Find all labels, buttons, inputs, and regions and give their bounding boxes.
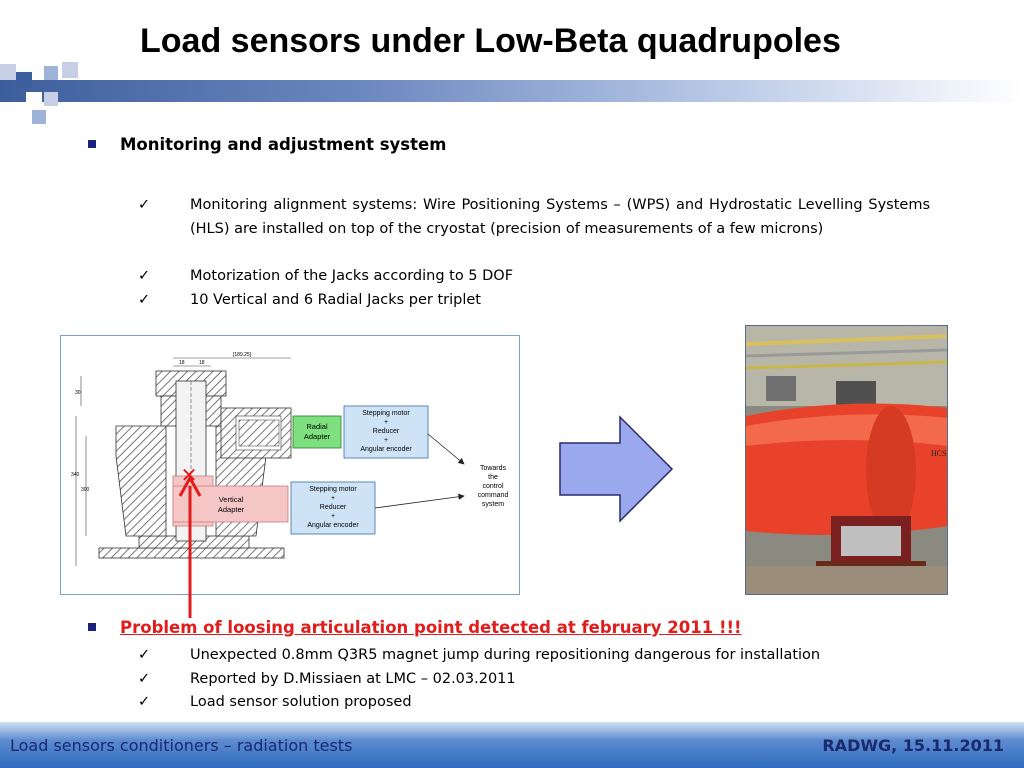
footer-left-text: Load sensors conditioners – radiation te… <box>10 736 353 755</box>
list-item: ✓ Unexpected 0.8mm Q3R5 magnet jump duri… <box>138 643 938 667</box>
bullet-problem: Problem of loosing articulation point de… <box>88 618 742 637</box>
stepping-bottom-4: + <box>331 513 335 520</box>
radial-adapter-label-2: Adapter <box>304 432 331 441</box>
bullet-monitoring: Monitoring and adjustment system <box>88 135 446 154</box>
vertical-adapter-label-2: Adapter <box>218 505 245 514</box>
monitoring-heading: Monitoring and adjustment system <box>120 135 447 154</box>
list-item-text: Monitoring alignment systems: Wire Posit… <box>190 197 930 237</box>
bullet-square-icon <box>88 622 96 631</box>
dim-left2: 340 <box>71 472 80 478</box>
photo-svg: HCS <box>746 326 947 594</box>
stepping-bottom-1: Stepping motor <box>309 486 357 493</box>
check-icon: ✓ <box>138 197 151 213</box>
magnet-jacks-photo: HCS <box>745 325 948 595</box>
problem-pointer-arrow <box>178 476 202 618</box>
vertical-adapter-label-1: Vertical <box>219 495 244 504</box>
list-item: ✓ 10 Vertical and 6 Radial Jacks per tri… <box>138 288 938 312</box>
list-item: ✓ Motorization of the Jacks according to… <box>138 264 938 288</box>
check-icon: ✓ <box>138 292 151 308</box>
list-item: ✓ Monitoring alignment systems: Wire Pos… <box>138 193 938 265</box>
problem-heading: Problem of loosing articulation point de… <box>120 618 742 637</box>
towards-3: control <box>482 483 503 490</box>
towards-4: command <box>478 492 509 499</box>
stepping-bottom-2: + <box>331 495 335 502</box>
dim-left3: 300 <box>81 487 90 493</box>
list-item-text: Load sensor solution proposed <box>190 694 412 710</box>
towards-5: system <box>482 501 504 508</box>
list-item-text: Unexpected 0.8mm Q3R5 magnet jump during… <box>190 647 821 663</box>
check-icon: ✓ <box>138 647 151 663</box>
radial-adapter-label-1: Radial <box>306 422 328 431</box>
dim-top: [189.25] <box>233 352 252 358</box>
list-item-text: Reported by D.Missiaen at LMC – 02.03.20… <box>190 671 516 687</box>
towards-2: the <box>488 474 498 481</box>
check-icon: ✓ <box>138 268 151 284</box>
jack-technical-drawing: [189.25] 18 18 30 340 300 Radial Adapter <box>60 335 520 595</box>
check-icon: ✓ <box>138 694 151 710</box>
slide-title: Load sensors under Low-Beta quadrupoles <box>140 22 841 60</box>
header-band <box>0 80 1024 102</box>
stepping-top-1: Stepping motor <box>362 410 410 417</box>
bullet-square-icon <box>88 139 96 148</box>
dim-b: 18 <box>199 360 205 366</box>
check-icon: ✓ <box>138 671 151 687</box>
list-item-text: 10 Vertical and 6 Radial Jacks per tripl… <box>190 292 481 308</box>
right-arrow-icon <box>559 415 674 523</box>
footer-right-text: RADWG, 15.11.2011 <box>822 736 1004 755</box>
dim-left1: 30 <box>75 390 81 396</box>
towards-1: Towards <box>480 465 507 472</box>
slide-footer: Load sensors conditioners – radiation te… <box>0 722 1024 768</box>
photo-label: HCS <box>931 449 947 458</box>
stepping-top-5: Angular encoder <box>360 446 412 453</box>
stepping-top-2: + <box>384 419 388 426</box>
dim-a: 18 <box>179 360 185 366</box>
drawing-svg: [189.25] 18 18 30 340 300 Radial Adapter <box>71 352 509 566</box>
list-item-text: Motorization of the Jacks according to 5… <box>190 268 514 284</box>
list-item: ✓ Reported by D.Missiaen at LMC – 02.03.… <box>138 667 938 691</box>
list-item: ✓ Load sensor solution proposed <box>138 690 938 714</box>
stepping-bottom-5: Angular encoder <box>307 522 359 529</box>
stepping-bottom-3: Reducer <box>320 504 347 511</box>
stepping-top-3: Reducer <box>373 428 400 435</box>
stepping-top-4: + <box>384 437 388 444</box>
